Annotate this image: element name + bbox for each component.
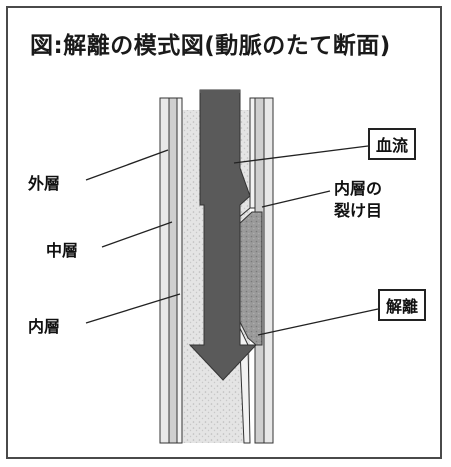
- leader-blood-flow: [233, 145, 369, 164]
- leader-dissection: [257, 308, 379, 336]
- label-dissection: 解離: [378, 289, 427, 321]
- leader-outer-layer: [85, 149, 169, 181]
- diagram-title: 図:解離の模式図(動脈のたて断面): [30, 33, 391, 59]
- left-artery-wall: [159, 97, 183, 444]
- label-inner-tear-line1: 内層の: [334, 179, 383, 198]
- leader-inner-layer: [85, 293, 181, 324]
- leader-inner-tear: [261, 190, 331, 208]
- label-inner-tear-line2: 裂け目: [334, 201, 383, 220]
- false-lumen: [237, 211, 263, 346]
- leader-middle-layer: [101, 221, 173, 248]
- label-inner-layer: 内層: [28, 317, 61, 336]
- label-inner-tear: 内層の 裂け目: [334, 178, 382, 222]
- label-outer-layer: 外層: [28, 174, 61, 193]
- label-blood-flow: 血流: [368, 128, 417, 160]
- label-middle-layer: 中層: [46, 241, 79, 260]
